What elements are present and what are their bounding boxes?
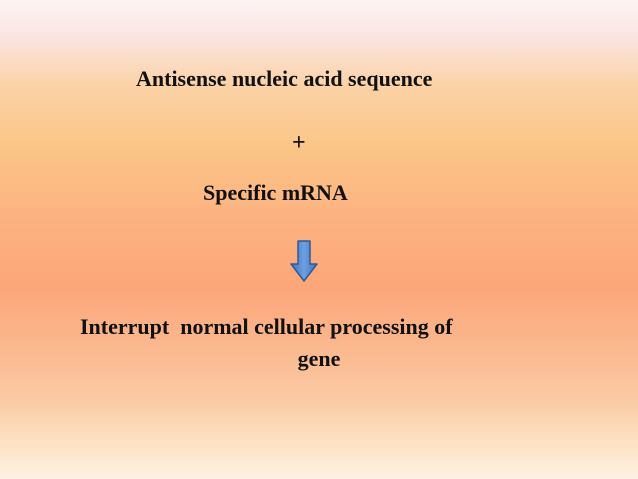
gene-text: gene: [297, 346, 341, 371]
gene-label: gene: [0, 346, 638, 372]
plus-sign: +: [292, 130, 306, 156]
specific-mrna-label: Specific mRNA: [203, 180, 348, 205]
interrupt-processing-label: Interrupt normal cellular processing of: [80, 314, 453, 339]
down-arrow-icon: [290, 240, 318, 282]
antisense-sequence-label: Antisense nucleic acid sequence: [136, 66, 433, 91]
